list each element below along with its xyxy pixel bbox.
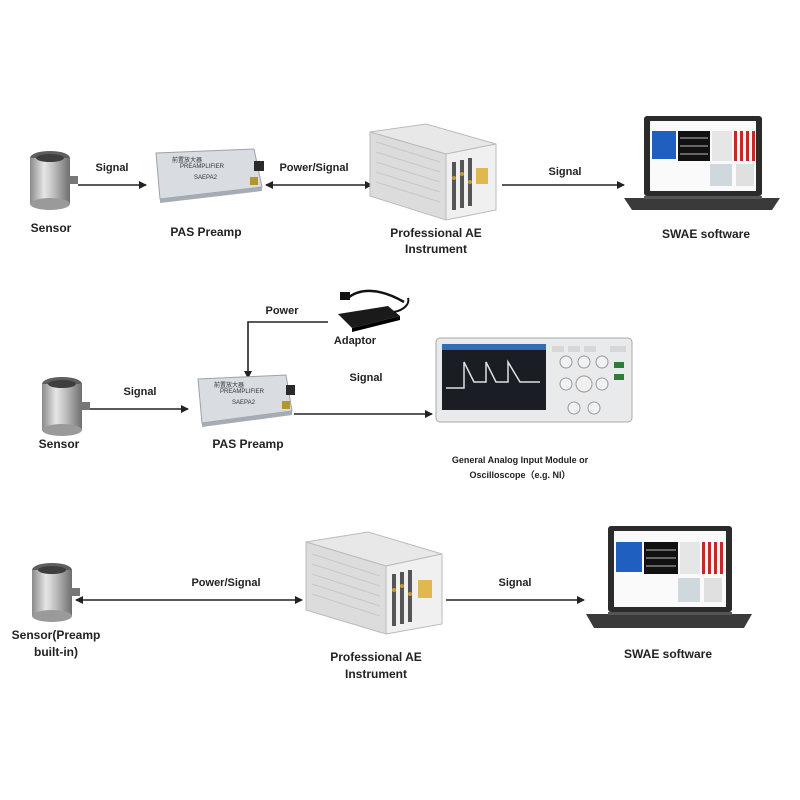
preamp-model-text: SAEPA2 xyxy=(232,400,255,406)
oscilloscope-icon xyxy=(435,337,633,423)
sensor-label-line2: built-in) xyxy=(34,645,78,659)
ae-instrument-icon xyxy=(305,531,443,635)
signal-label: Signal xyxy=(349,372,383,384)
preamp-device: 前置放大器 PREAMPLIFIER SAEPA2 xyxy=(150,147,266,203)
adaptor-label: Adaptor xyxy=(333,335,377,347)
software-label: SWAE software xyxy=(661,227,751,241)
signal-label: Signal xyxy=(498,577,532,589)
signal-label: Signal xyxy=(95,162,129,174)
sensor-label: Sensor xyxy=(30,221,72,235)
sensor-icon xyxy=(30,151,78,210)
preamp-cn-text: 前置放大器 xyxy=(214,383,245,389)
signal-label: Signal xyxy=(123,386,157,398)
preamp-en-text: PREAMPLIFIER xyxy=(220,389,265,395)
power-adaptor-icon xyxy=(338,289,410,332)
preamp-en-text: PREAMPLIFIER xyxy=(180,164,225,170)
preamp-device: 前置放大器 PREAMPLIFIER SAEPA2 xyxy=(192,373,296,427)
instrument-label-line1: Professional AE xyxy=(390,226,482,240)
ae-instrument-icon xyxy=(369,123,497,221)
daq-label-line1: General Analog Input Module or xyxy=(451,455,589,465)
sensor-icon xyxy=(32,563,80,622)
preamp-label: PAS Preamp xyxy=(212,437,284,451)
laptop-icon xyxy=(624,116,780,210)
signal-label: Signal xyxy=(548,166,582,178)
laptop-icon xyxy=(586,526,752,628)
preamp-model-text: SAEPA2 xyxy=(194,175,217,181)
power-signal-label: Power/Signal xyxy=(279,162,349,174)
power-signal-label: Power/Signal xyxy=(191,577,261,589)
sensor-icon xyxy=(42,377,90,436)
arrow-power-to-preamp xyxy=(244,321,328,379)
sensor-label: Sensor xyxy=(38,437,80,451)
instrument-label-line2: Instrument xyxy=(404,242,467,256)
daq-label-line2: Oscilloscope（e.g. NI） xyxy=(469,470,571,480)
software-label: SWAE software xyxy=(623,647,713,661)
preamp-label: PAS Preamp xyxy=(170,225,242,239)
power-label: Power xyxy=(265,305,299,317)
sensor-label-line1: Sensor(Preamp xyxy=(11,628,101,642)
preamp-cn-text: 前置放大器 xyxy=(172,158,203,164)
instrument-label-line2: Instrument xyxy=(344,667,407,681)
instrument-label-line1: Professional AE xyxy=(330,650,422,664)
